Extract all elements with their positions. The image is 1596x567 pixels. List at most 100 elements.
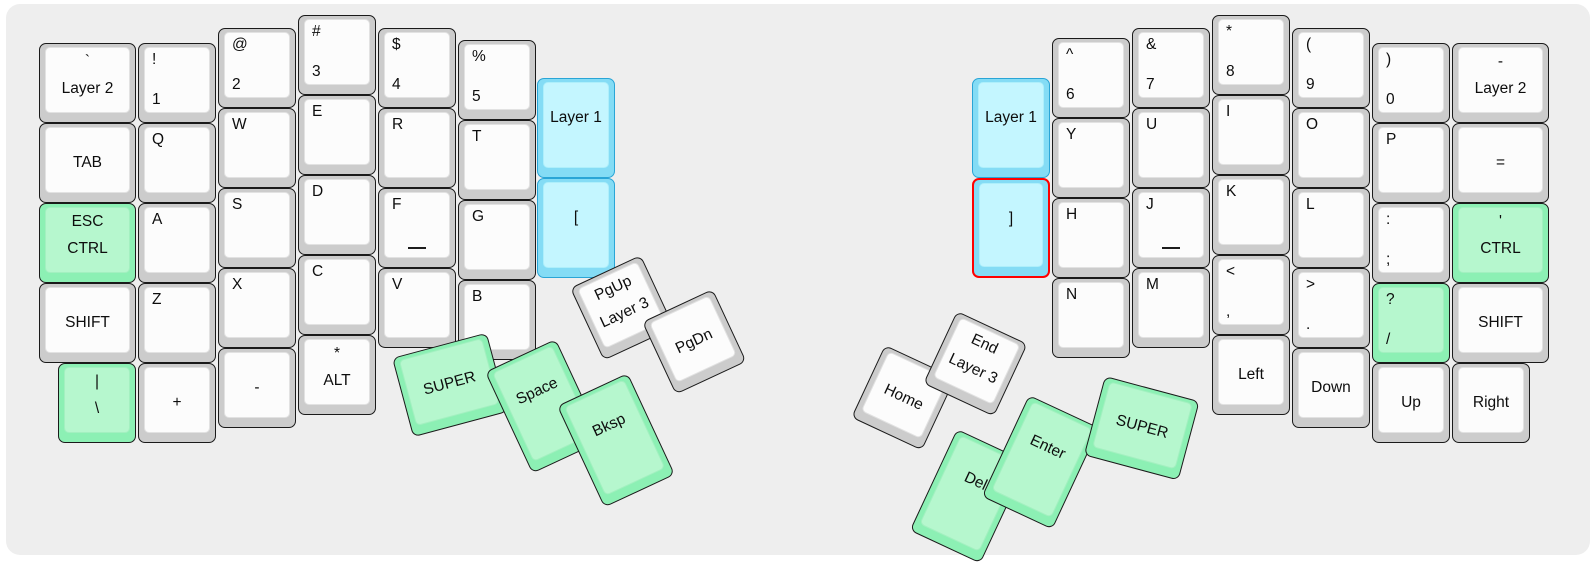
key-percent-5[interactable]: %5: [458, 40, 536, 120]
key-legend: @: [232, 36, 248, 53]
key-r[interactable]: R: [378, 108, 456, 188]
key-left-arrow[interactable]: Left: [1212, 335, 1290, 415]
key-legend: 6: [1066, 86, 1075, 103]
keycap-surface: $4: [384, 32, 450, 98]
key-question-slash[interactable]: ?/: [1372, 283, 1450, 363]
key-layer1-right[interactable]: Layer 1: [972, 78, 1050, 178]
key-w[interactable]: W: [218, 108, 296, 188]
key-legend: ]: [1008, 210, 1014, 227]
keycap-surface: ?/: [1378, 287, 1444, 353]
keycap-surface: (9: [1298, 32, 1364, 98]
key-a[interactable]: A: [138, 203, 216, 283]
key-up-arrow[interactable]: Up: [1372, 363, 1450, 443]
key-g[interactable]: G: [458, 200, 536, 280]
key-legend: ': [1499, 213, 1502, 230]
key-legend: *: [333, 345, 341, 362]
key-legend: F: [392, 196, 402, 213]
key-legend: PgDn: [672, 325, 716, 358]
key-h[interactable]: H: [1052, 198, 1130, 278]
key-shift-right[interactable]: SHIFT: [1452, 283, 1549, 363]
key-m[interactable]: M: [1132, 268, 1210, 348]
key-legend: `: [84, 53, 91, 70]
key-quote-ctrl[interactable]: ' CTRL: [1452, 203, 1549, 283]
key-legend: J: [1146, 196, 1154, 213]
key-right-arrow[interactable]: Right: [1452, 363, 1530, 443]
homing-bar-icon: [408, 247, 426, 249]
key-q[interactable]: Q: [138, 123, 216, 203]
keycap-surface: V: [384, 272, 450, 338]
key-y[interactable]: Y: [1052, 118, 1130, 198]
key-legend: SUPER: [421, 368, 478, 399]
key-legend: T: [472, 128, 482, 145]
key-hash-3[interactable]: #3: [298, 15, 376, 95]
key-c[interactable]: C: [298, 255, 376, 335]
key-t[interactable]: T: [458, 120, 536, 200]
key-minus[interactable]: -: [218, 348, 296, 428]
key-colon-semi[interactable]: :;: [1372, 203, 1450, 283]
keycap-surface: P: [1378, 127, 1444, 193]
key-caret-6[interactable]: ^6: [1052, 38, 1130, 118]
key-l[interactable]: L: [1292, 188, 1370, 268]
key-legend: CTRL: [1480, 240, 1521, 257]
key-layer1-left[interactable]: Layer 1: [537, 78, 615, 178]
key-shift-left[interactable]: SHIFT: [39, 283, 136, 363]
key-minus-layer2[interactable]: -Layer 2: [1452, 43, 1549, 123]
key-legend: #: [312, 23, 321, 40]
key-k[interactable]: K: [1212, 175, 1290, 255]
key-paren-close-0[interactable]: )0: [1372, 43, 1450, 123]
key-pipe-backslash[interactable]: |\: [58, 363, 136, 443]
key-legend: SHIFT: [1478, 314, 1523, 331]
key-greater-period[interactable]: >.: [1292, 268, 1370, 348]
key-down-arrow[interactable]: Down: [1292, 348, 1370, 428]
key-d[interactable]: D: [298, 175, 376, 255]
key-s[interactable]: S: [218, 188, 296, 268]
key-legend: ^: [1066, 46, 1074, 63]
key-x[interactable]: X: [218, 268, 296, 348]
key-legend: Layer 1: [550, 109, 602, 126]
key-legend: CTRL: [67, 240, 108, 257]
key-legend: Enter: [1027, 431, 1069, 463]
keycap-surface: Right: [1458, 367, 1524, 433]
key-legend: TAB: [73, 154, 102, 171]
keycap-surface: )0: [1378, 47, 1444, 113]
key-super-right[interactable]: SUPER: [1083, 376, 1200, 481]
keycap-surface: S: [224, 192, 290, 258]
key-at-2[interactable]: @2: [218, 28, 296, 108]
key-dollar-4[interactable]: $4: [378, 28, 456, 108]
keycap-surface: %5: [464, 44, 530, 110]
key-exclaim-1[interactable]: !1: [138, 43, 216, 123]
key-paren-open-9[interactable]: (9: [1292, 28, 1370, 108]
key-u[interactable]: U: [1132, 108, 1210, 188]
key-plus[interactable]: +: [138, 363, 216, 443]
key-legend: 1: [152, 91, 161, 108]
key-legend: >: [1306, 276, 1316, 293]
key-amp-7[interactable]: &7: [1132, 28, 1210, 108]
key-f[interactable]: F: [378, 188, 456, 268]
key-legend: W: [232, 116, 247, 133]
key-j[interactable]: J: [1132, 188, 1210, 268]
key-legend: N: [1066, 286, 1078, 303]
keycap-surface: &7: [1138, 32, 1204, 98]
keycap-surface: =: [1458, 127, 1543, 193]
key-v[interactable]: V: [378, 268, 456, 348]
keycap-surface: -Layer 2: [1458, 47, 1543, 113]
key-less-comma[interactable]: <,: [1212, 255, 1290, 335]
key-o[interactable]: O: [1292, 108, 1370, 188]
keycap-surface: Bksp: [564, 379, 666, 496]
key-i[interactable]: I: [1212, 95, 1290, 175]
key-bracket-left-open[interactable]: [: [537, 178, 615, 278]
key-tab[interactable]: TAB: [39, 123, 136, 203]
key-n[interactable]: N: [1052, 278, 1130, 358]
keycap-surface: W: [224, 112, 290, 178]
key-z[interactable]: Z: [138, 283, 216, 363]
key-grave-layer2[interactable]: `Layer 2: [39, 43, 136, 123]
key-p[interactable]: P: [1372, 123, 1450, 203]
key-asterisk-8[interactable]: *8: [1212, 15, 1290, 95]
key-e[interactable]: E: [298, 95, 376, 175]
key-equals[interactable]: =: [1452, 123, 1549, 203]
key-alt[interactable]: *ALT: [298, 335, 376, 415]
key-bracket-right-close[interactable]: ]: [972, 178, 1050, 278]
keycap-surface: *ALT: [304, 339, 370, 405]
